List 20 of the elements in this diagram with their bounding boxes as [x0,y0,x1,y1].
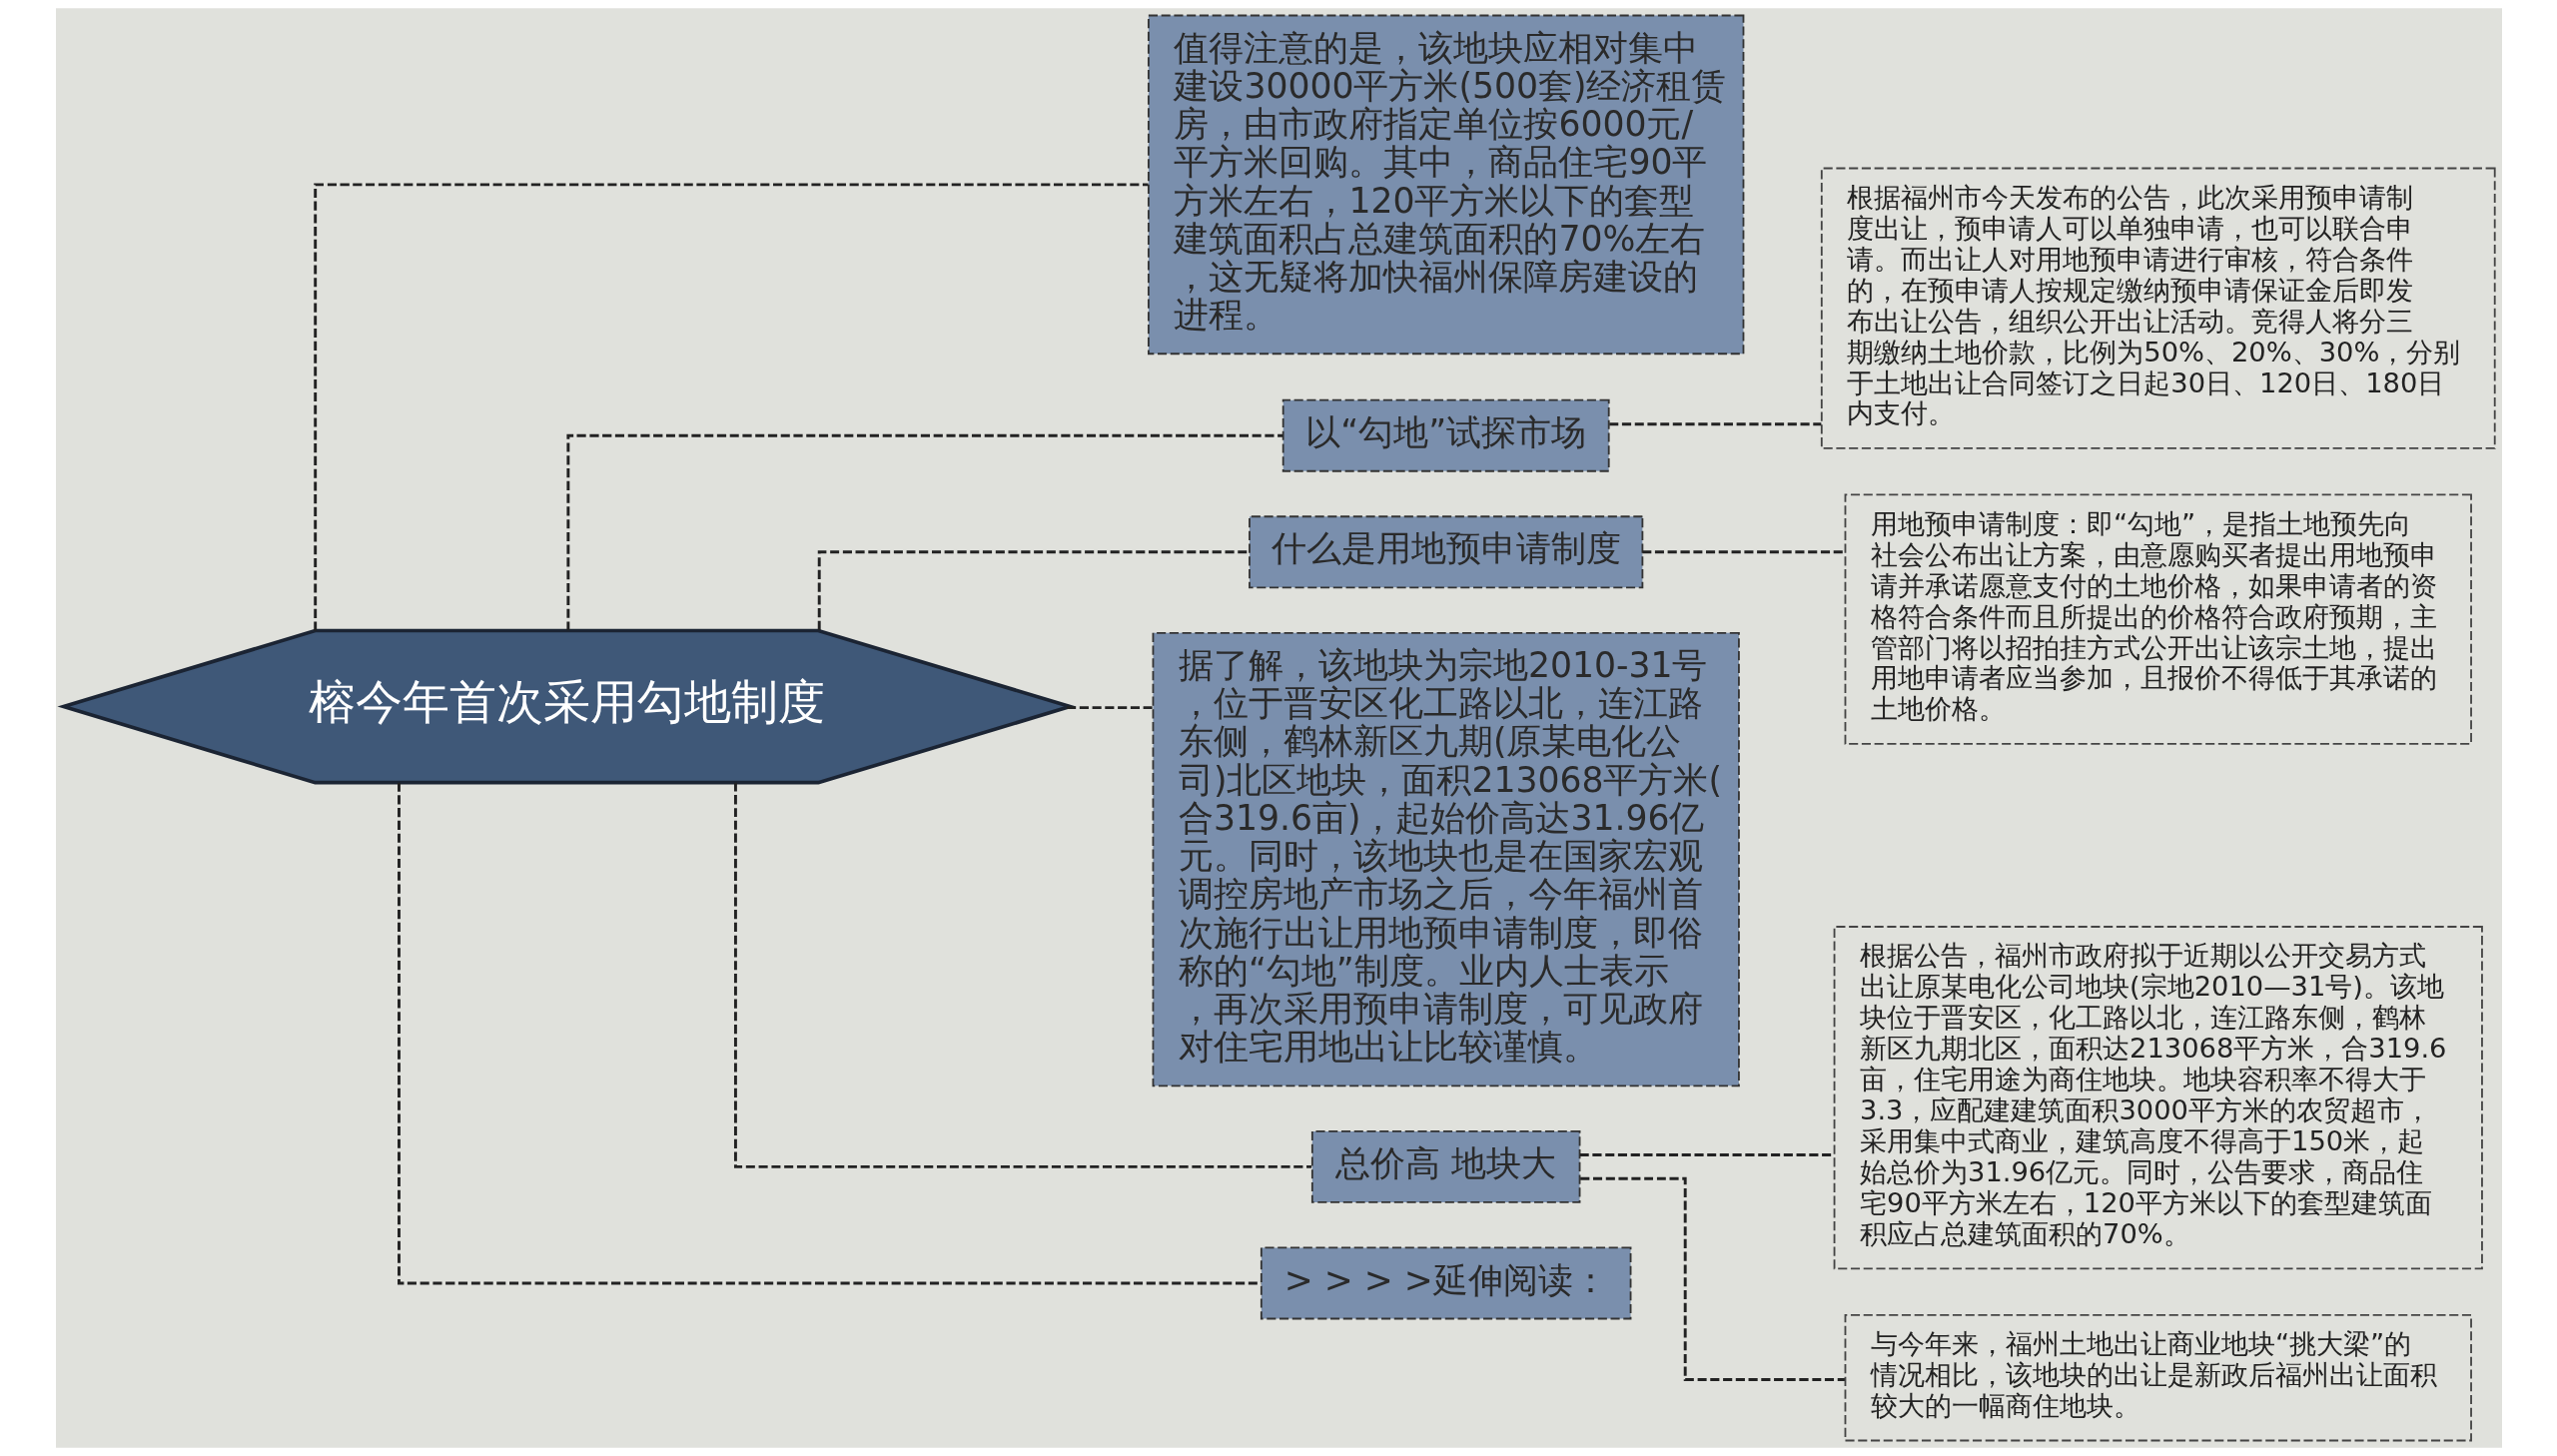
connector [733,782,1311,1168]
connector [565,433,1282,631]
connector [1579,1176,1845,1381]
node-box: 与今年来，福州土地出让商业地块“挑大梁”的情况相比，该地块的出让是新政后福州出让面积较大的一幅商住地块。 [1844,1313,2472,1442]
node-box: 什么是用地预申请制度 [1248,515,1643,589]
connector [1066,706,1153,710]
node-box: 根据公告，福州市政府拟于近期以公开交易方式出让原某电化公司地块(宗地2010—31号)。该地块位于晋安区，化工路以北，连江路东侧，鹤林新区九期北区，面积达213068平方米，合319.6亩，住宅用途为商住地块。地块容积率不得大于3.3，应配建建筑面积3000平方米的农贸超市，采用集中式商业，建筑高度不得高于150米，起始总价为31.96亿元。同时，公告要求，商品住宅90平方米左右，120平方米以下的套型建筑面积应占总建筑面积的70%。 [1833,926,2483,1270]
connector [1641,550,1845,554]
node-box: 值得注意的是，该地块应相对集中建设30000平方米(500套)经济租赁房，由市政府指定单位按6000元/平方米回购。其中，商品住宅90平方米左右，120平方米以下的套型建筑面积占总建筑面积的70%左右，这无疑将加快福州保障房建设的进程。 [1147,14,1744,356]
node-box: 以“勾地”试探市场 [1281,398,1610,472]
connector [313,183,1149,631]
node-box: > > > >延伸阅读： [1260,1246,1631,1320]
connector [397,782,1262,1285]
node-box: 用地预申请制度：即“勾地”，是指土地预先向社会公布出让方案，由意愿购买者提出用地预申请并承诺愿意支付的土地价格，如果申请者的资格符合条件而且所提出的价格符合政府预期，主管部门将以招拍挂方式公开出让该宗土地，提出用地申请者应当参加，且报价不得低于其承诺的土地价格。 [1844,493,2472,745]
node-box: 据了解，该地块为宗地2010-31号，位于晋安区化工路以北，连江路东侧，鹤林新区九期(原某电化公司)北区地块，面积213068平方米(合319.6亩)，起始价高达31.96亿元。同时，该地块也是在国家宏观调控房地产市场之后，今年福州首次施行出让用地预申请制度，即俗称的“勾地”制度。业内人士表示，再次采用预申请制度，可见政府对住宅用地出让比较谨慎。 [1152,631,1740,1088]
connector [1608,422,1821,426]
connector [1579,1153,1834,1157]
node-box: 根据福州市今天发布的公告，此次采用预申请制度出让，预申请人可以单独申请，也可以联合申请。而出让人对用地预申请进行审核，符合条件的，在预申请人按规定缴纳预申请保证金后即发布出让公告，组织公开出让活动。竞得人将分三期缴纳土地价款，比例为50%、20%、30%，分别于土地出让合同签订之日起30日、120日、180日内支付。 [1820,167,2496,449]
node-box: 总价高 地块大 [1310,1130,1580,1203]
connector [817,550,1250,631]
